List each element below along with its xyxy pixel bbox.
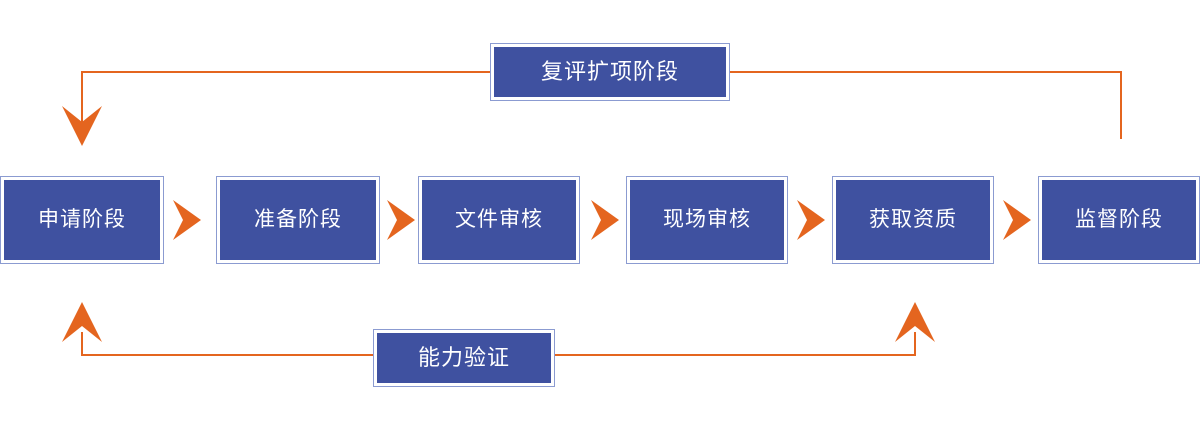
chevron-arrow-icon-4: [794, 198, 828, 242]
proficiency-from-cert-line: [554, 332, 916, 356]
node-label-recert-expansion: 复评扩项阶段: [540, 58, 679, 84]
chevron-arrow-icon-5: [1000, 198, 1034, 242]
chevron-arrow-icon-3: [588, 198, 622, 242]
node-recert-expansion[interactable]: 复评扩项阶段: [490, 43, 730, 101]
node-prepare-stage[interactable]: 准备阶段: [216, 176, 380, 264]
arrowhead-up-to-get-cert: [895, 302, 935, 342]
node-apply-stage[interactable]: 申请阶段: [0, 176, 164, 264]
arrowhead-up-to-apply: [62, 302, 102, 342]
chevron-arrow-icon-1: [170, 198, 204, 242]
node-label-apply-stage: 申请阶段: [38, 208, 126, 231]
node-label-get-qualification: 获取资质: [869, 208, 957, 231]
node-label-prepare-stage: 准备阶段: [254, 208, 342, 231]
chevron-arrow-icon-2: [384, 198, 418, 242]
arrowhead-down-to-apply: [62, 106, 102, 146]
node-site-review[interactable]: 现场审核: [626, 176, 788, 264]
node-label-supervision-stage: 监督阶段: [1075, 208, 1163, 231]
node-supervision-stage[interactable]: 监督阶段: [1038, 176, 1200, 264]
node-label-proficiency-testing: 能力验证: [417, 344, 510, 370]
proficiency-to-apply-line: [81, 332, 374, 356]
node-document-review[interactable]: 文件审核: [418, 176, 580, 264]
recert-to-apply-line: [81, 71, 491, 122]
node-label-site-review: 现场审核: [663, 208, 751, 231]
recert-return-line: [729, 71, 1122, 139]
node-proficiency-testing[interactable]: 能力验证: [373, 329, 555, 387]
node-label-document-review: 文件审核: [455, 208, 543, 231]
node-get-qualification[interactable]: 获取资质: [832, 176, 994, 264]
